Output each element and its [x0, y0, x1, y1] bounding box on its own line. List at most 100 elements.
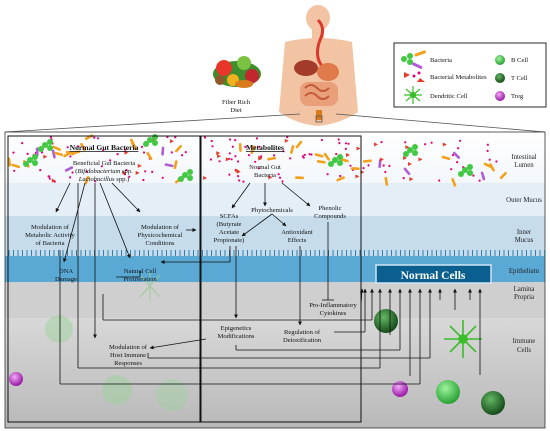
bacterium-coccus: [38, 146, 44, 152]
metabolite-dot: [402, 177, 405, 180]
bacterium-coccus: [152, 140, 158, 146]
metabolites-panel: [200, 135, 362, 423]
metabolite-dot: [281, 180, 284, 183]
legend-b-cell-icon: [495, 55, 505, 65]
bacterium-coccus: [403, 151, 409, 157]
scfa-line3: Acetate: [219, 229, 239, 236]
bacterium-rod: [323, 152, 330, 161]
right-panel-text: Metabolites Normal Gut Bacteria SCFAs (B…: [214, 143, 358, 344]
metabolite-dot: [69, 176, 72, 179]
scfa-line4: Propionate): [214, 237, 245, 244]
metabolite-dot: [39, 169, 42, 172]
diet-label-line1: Fiber Rich: [222, 99, 251, 106]
bacterium-rod: [84, 175, 90, 185]
normal-gut-bacteria-title: Normal Gut Bacteria: [70, 143, 139, 152]
metabolite-dot: [384, 170, 387, 174]
metabolite-triangle: [374, 142, 379, 147]
phenolic-line1: Phenolic: [318, 205, 341, 212]
lumen-bacteria-and-metabolites: [7, 134, 507, 187]
fiber-food-illustration: [213, 56, 261, 88]
metabolite-dot: [335, 152, 338, 156]
metabolite-dot: [457, 147, 460, 150]
bacterium-rod: [483, 162, 493, 169]
bacterium-rod: [451, 178, 457, 187]
metabolite-dot: [430, 141, 433, 144]
bacterium-rod: [51, 149, 56, 159]
modulation-physico-line1: Modulation of: [141, 224, 180, 231]
bacterium-coccus: [407, 147, 413, 153]
phytochemicals-label: Phytochemicals: [251, 207, 293, 214]
bacterium-rod: [238, 142, 242, 152]
bacterium-rod: [295, 140, 303, 149]
pro-inflammatory-line1: Pro-Inflammatory: [309, 302, 357, 309]
dna-damage-line1: DNA: [59, 268, 74, 275]
metabolite-dot: [486, 149, 489, 152]
metabolite-dot: [337, 138, 340, 141]
natural-cell-line2: Proliferation: [123, 276, 157, 283]
metabolite-triangle: [418, 157, 423, 162]
legend-b-cell-label: B Cell: [511, 57, 528, 64]
metabolite-dot: [258, 145, 261, 148]
metabolite-dot: [174, 136, 177, 139]
bacterium-rod: [175, 144, 182, 153]
bacterium-rod: [452, 151, 461, 159]
bacterium-coccus: [32, 154, 38, 160]
bacterium-coccus: [458, 171, 464, 177]
metabolite-dot: [100, 165, 103, 168]
immune-label-2: Cells: [517, 347, 531, 354]
legend-metabolites-label: Bacterial Metabolites: [430, 74, 487, 81]
metabolite-dot: [12, 151, 15, 154]
legend-t-cell-label: T Cell: [511, 75, 528, 82]
epithelium-label: Epithelium: [509, 268, 540, 275]
phenolic-line2: Compounds: [314, 213, 346, 220]
bacterium-coccus: [467, 164, 473, 170]
metabolites-title: Metabolites: [246, 143, 284, 152]
bacterium-coccus: [32, 160, 38, 166]
lamina-label-1: Lamina: [514, 286, 535, 293]
metabolite-dot: [254, 160, 257, 163]
bacterium-rod: [11, 163, 21, 169]
bacterium-rod: [250, 145, 256, 154]
layer-labels: Intestinal Lumen Outer Mucus Inner Mucus…: [506, 154, 542, 354]
bacterium-coccus: [337, 160, 343, 166]
metabolite-dot: [128, 175, 131, 178]
modulation-metabolic-line2: Metabolic Activity: [25, 232, 75, 239]
metabolite-triangle: [225, 157, 230, 162]
metabolite-triangle: [284, 138, 289, 143]
metabolite-dot: [273, 154, 276, 157]
metabolite-dot: [320, 138, 324, 142]
metabolite-dot: [478, 179, 481, 182]
bacterium-rod: [7, 157, 12, 167]
bacterium-rod: [384, 176, 389, 186]
legend-treg-label: Treg: [511, 93, 524, 100]
legend-t-cell-icon: [495, 73, 505, 83]
bacterium-coccus: [187, 175, 193, 181]
metabolite-dot: [257, 167, 260, 170]
bacterium-coccus: [152, 134, 158, 140]
metabolite-dot: [495, 160, 498, 163]
natural-cell-line1: Natural Cell: [124, 268, 157, 275]
bacterium-coccus: [182, 172, 188, 178]
lumen-label-2: Lumen: [514, 162, 534, 169]
normal-gut-bacteria-line2: Bacteria: [254, 172, 276, 179]
metabolite-dot: [102, 148, 105, 152]
bacterium-rod: [480, 171, 486, 181]
bacterium-coccus: [42, 142, 48, 148]
metabolite-triangle: [407, 162, 412, 167]
modulation-immune-line1: Modulation of: [109, 344, 148, 351]
bacterium-rod: [350, 167, 360, 170]
inner-mucus-label-1: Inner: [517, 229, 532, 236]
bacterium-rod: [378, 159, 382, 169]
bacterium-rod: [314, 153, 324, 158]
metabolite-dot: [277, 173, 280, 176]
bacterium-rod: [64, 166, 74, 172]
bacterium-rod: [336, 176, 345, 182]
metabolite-dot: [278, 176, 282, 179]
metabolite-dot: [21, 142, 24, 145]
connector-lines: [55, 182, 482, 385]
modulation-metabolic-line3: of Bacteria: [35, 240, 64, 247]
metabolite-dot: [349, 164, 352, 167]
metabolite-dot: [339, 174, 342, 178]
metabolite-triangle: [43, 154, 48, 159]
metabolite-triangle: [137, 163, 142, 168]
